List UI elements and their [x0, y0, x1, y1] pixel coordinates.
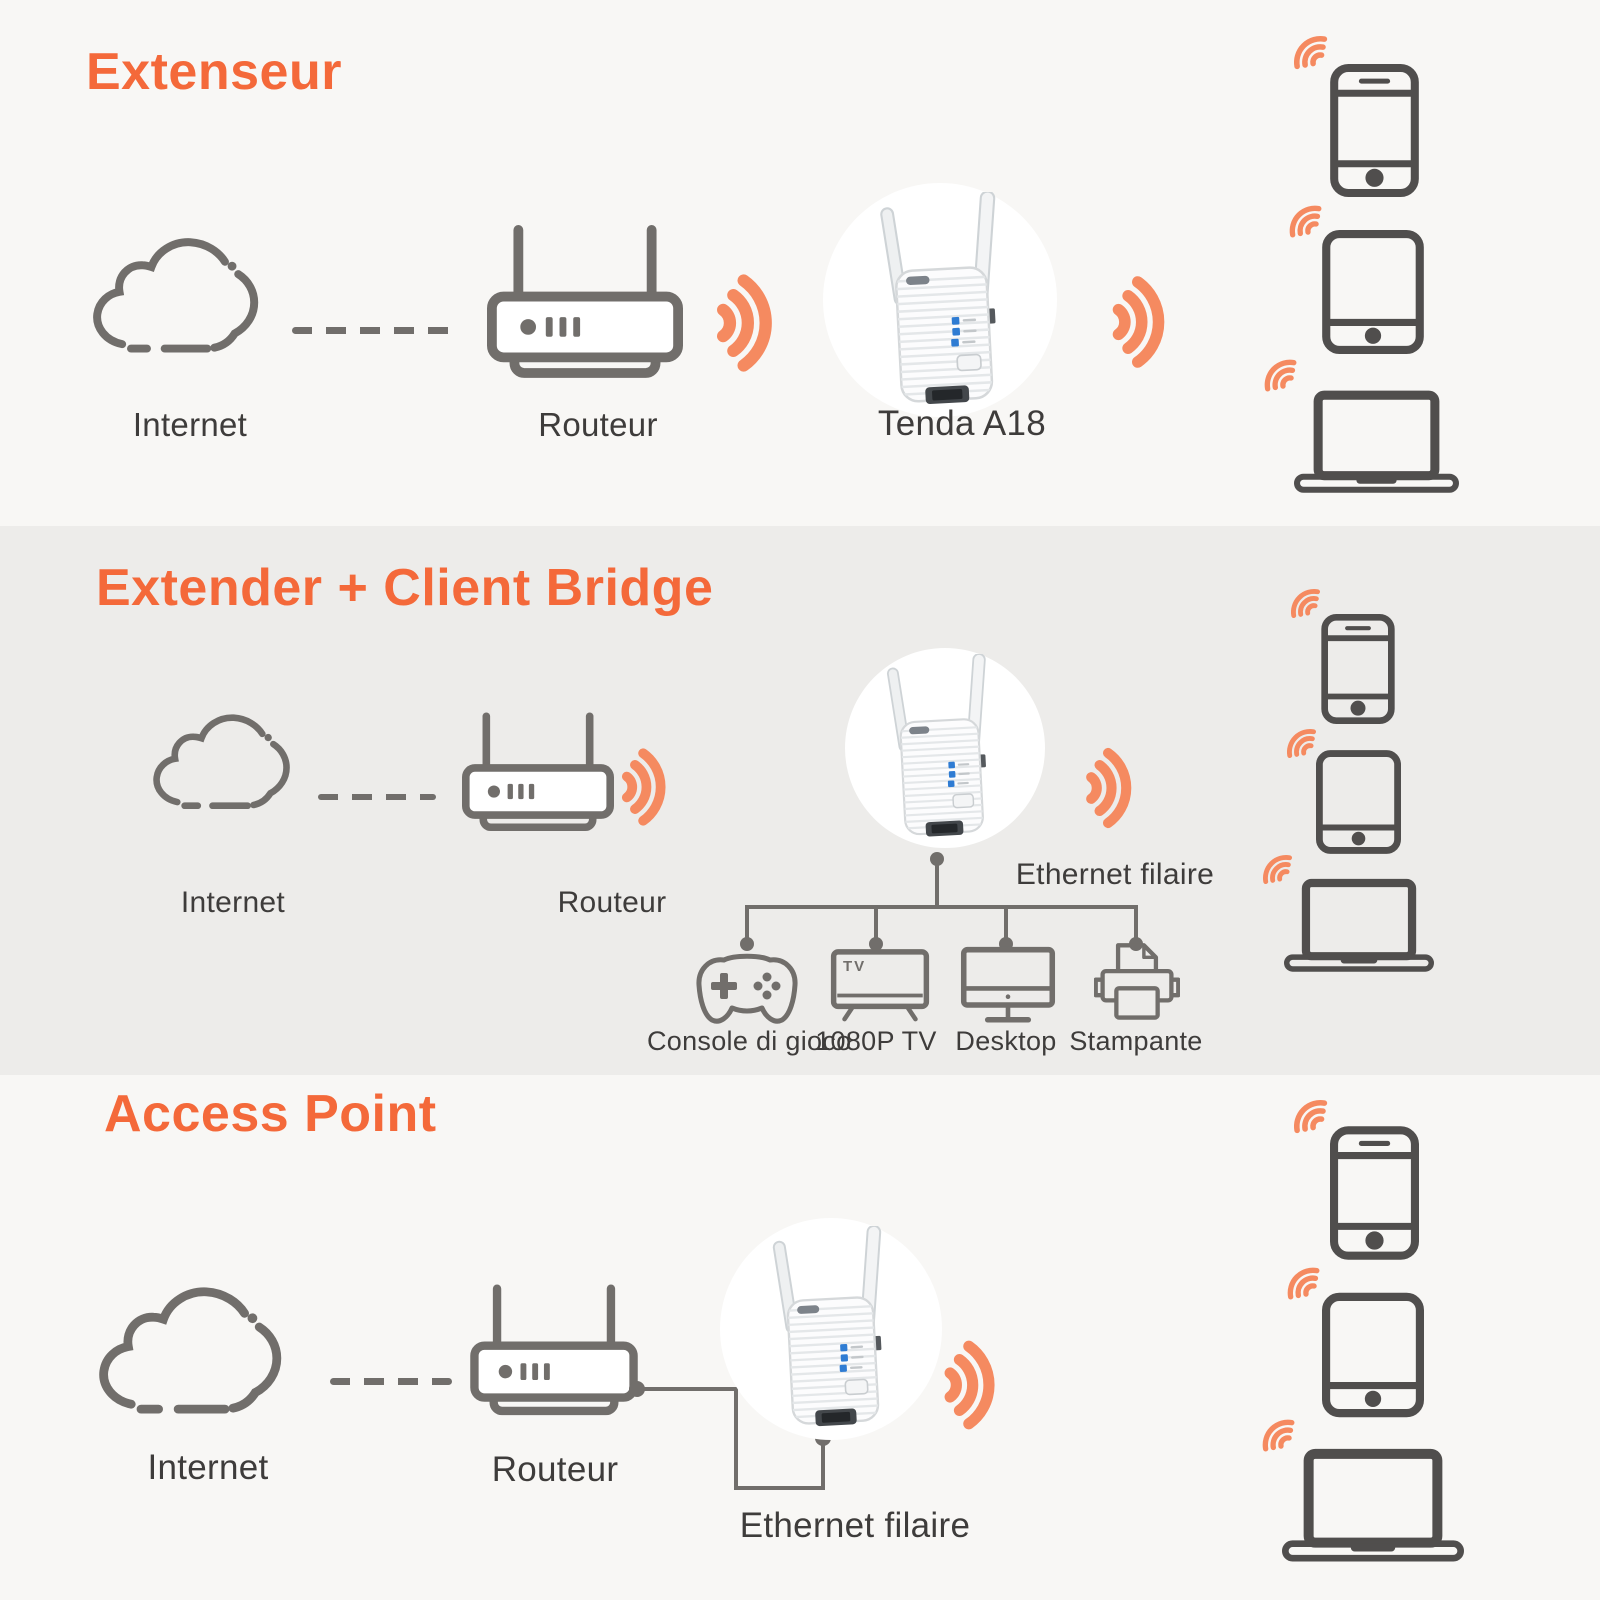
cloud-router-dashed-link — [330, 1378, 452, 1385]
router-icon — [462, 710, 614, 832]
laptop-icon — [1282, 1448, 1464, 1564]
smartphone-icon — [1321, 614, 1395, 724]
internet-cloud-icon — [92, 228, 287, 361]
tablet-icon — [1316, 750, 1401, 854]
internet-label: Internet — [132, 406, 248, 443]
wifi-signal-icon — [712, 270, 780, 376]
wifi-signal-icon — [1082, 744, 1138, 832]
wifi-signal-icon — [1108, 272, 1172, 372]
wired-client-label: Stampante — [1069, 1026, 1203, 1056]
ethernet-cable-line — [734, 1486, 825, 1490]
ethernet-junction-dot — [740, 937, 754, 951]
router-label: Routeur — [538, 406, 658, 443]
ethernet-wired-label: Ethernet filaire — [739, 1506, 971, 1545]
tenda-a18-extender-icon — [752, 1226, 910, 1432]
ethernet-tree-horizontal-line — [745, 905, 1138, 909]
desktop-icon — [960, 946, 1056, 1029]
section-title-access-point: Access Point — [104, 1085, 437, 1143]
tablet-icon — [1322, 230, 1424, 354]
ethernet-cable-line — [734, 1387, 738, 1490]
laptop-icon — [1294, 390, 1459, 495]
ethernet-tree-branch-line — [874, 905, 878, 941]
cloud-router-dashed-link — [292, 327, 454, 334]
ethernet-cable-line — [637, 1387, 738, 1391]
tenda-a18-extender-icon — [868, 654, 1012, 842]
tablet-icon — [1322, 1292, 1424, 1418]
internet-label: Internet — [147, 1448, 269, 1487]
tenda-a18-label: Tenda A18 — [877, 404, 1047, 443]
wired-client-label: 1080P TV — [815, 1026, 937, 1056]
ethernet-tree-branch-line — [745, 905, 749, 941]
wired-client-label: Desktop — [955, 1026, 1057, 1056]
wifi-signal-icon — [940, 1336, 1002, 1434]
ethernet-tree-branch-line — [1134, 905, 1138, 941]
internet-cloud-icon — [152, 706, 314, 816]
printer-icon — [1094, 940, 1180, 1028]
ethernet-junction-dot — [869, 937, 883, 951]
router-icon — [470, 1282, 638, 1416]
section-title-extenseur: Extenseur — [86, 43, 342, 101]
tv-icon-text: TV — [843, 958, 867, 975]
router-label: Routeur — [557, 886, 667, 919]
smartphone-icon — [1330, 64, 1419, 197]
tenda-a18-extender-icon — [858, 192, 1026, 410]
router-icon — [487, 222, 683, 379]
game-console-icon — [691, 950, 803, 1032]
cloud-router-dashed-link — [318, 794, 436, 800]
ethernet-tree-branch-line — [1004, 905, 1008, 941]
laptop-icon — [1284, 878, 1434, 974]
router-label: Routeur — [491, 1450, 619, 1489]
internet-label: Internet — [180, 886, 286, 919]
section-title-client-bridge: Extender + Client Bridge — [96, 559, 714, 617]
smartphone-icon — [1330, 1126, 1419, 1260]
wifi-signal-icon — [618, 744, 672, 830]
ethernet-wired-label: Ethernet filaire — [1015, 858, 1215, 891]
internet-cloud-icon — [98, 1276, 313, 1423]
ethernet-tree-trunk-line — [935, 858, 939, 909]
ethernet-cable-line — [821, 1438, 825, 1490]
wired-client-label: Console di gioco — [647, 1026, 852, 1056]
